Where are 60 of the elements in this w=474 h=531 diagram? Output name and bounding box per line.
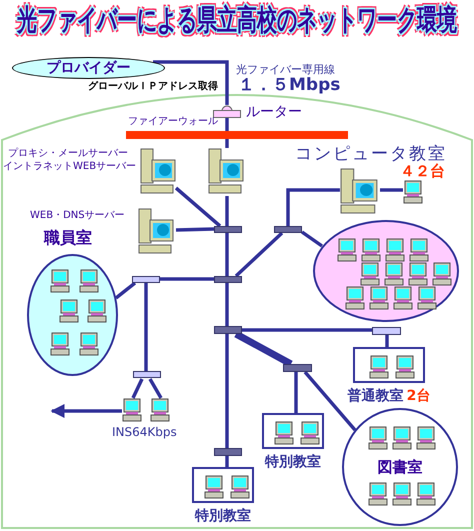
router-icon <box>213 105 241 118</box>
router-label: ルーター <box>246 104 302 121</box>
network-cable <box>286 188 340 226</box>
network-cable <box>148 378 163 399</box>
network-cable <box>304 370 356 432</box>
computer-icon <box>403 180 425 206</box>
firewall-label: ファイアーウォール <box>128 116 218 128</box>
network-hub <box>283 364 312 372</box>
server-computer-icon <box>138 208 176 256</box>
network-cable <box>160 277 214 281</box>
text-label: コンピュータ教室 <box>295 144 447 164</box>
room-label: 2台 <box>406 388 430 404</box>
server-label: プロキシ・メールサーバー <box>8 148 128 160</box>
network-cable <box>301 230 323 248</box>
network-cable <box>225 139 229 148</box>
network-hub <box>132 276 160 283</box>
network-cable <box>385 335 389 347</box>
network-cable <box>294 372 298 413</box>
firewall-bar <box>126 131 348 139</box>
network-hub <box>214 276 242 283</box>
network-cable <box>242 328 372 332</box>
computer-icon <box>150 398 172 424</box>
network-cable <box>225 283 229 326</box>
network-cable <box>225 196 229 226</box>
diagram-title: 光ファイバーによる県立高校のネットワーク環境 <box>16 2 458 37</box>
network-cable <box>225 456 229 467</box>
network-cable <box>225 118 229 131</box>
network-cable <box>225 233 229 276</box>
network-cable <box>153 60 229 105</box>
network-cable <box>174 186 222 228</box>
note-label: グローバルＩＰアドレス取得 <box>88 81 218 93</box>
computer-icon <box>122 398 144 424</box>
room-label: 特別教室 <box>265 454 321 470</box>
provider-label: プロバイダー <box>46 61 130 75</box>
network-hub <box>214 326 242 334</box>
server-computer-icon <box>140 148 178 196</box>
server-label: イントラネットWEBサーバー <box>3 161 136 173</box>
room-label: 普通教室 <box>348 388 404 404</box>
network-hub <box>133 371 161 378</box>
text-label: １．５Mbps <box>238 75 340 96</box>
room-label: 特別教室 <box>195 508 251 524</box>
network-hub <box>274 226 302 233</box>
network-hub <box>214 448 242 456</box>
text-label: 光ファイバー専用線 <box>236 63 335 76</box>
room-title: 職員室 <box>44 228 92 248</box>
server-computer-icon <box>208 148 246 196</box>
network-cable <box>131 378 144 399</box>
network-hub <box>214 226 242 233</box>
network-cable <box>225 334 229 448</box>
server-computer-icon <box>340 168 380 216</box>
network-cable <box>176 227 214 232</box>
text-label: INS64Kbps <box>112 425 177 440</box>
count-label: ４２台 <box>400 162 445 180</box>
room-label: 図書室 <box>378 460 422 474</box>
server-label: WEB・DNSサーバー <box>30 210 125 222</box>
arrow <box>50 404 122 418</box>
network-hub <box>372 327 401 335</box>
network-cable <box>144 283 148 371</box>
network-cable <box>234 232 284 278</box>
network-cable <box>380 188 403 192</box>
